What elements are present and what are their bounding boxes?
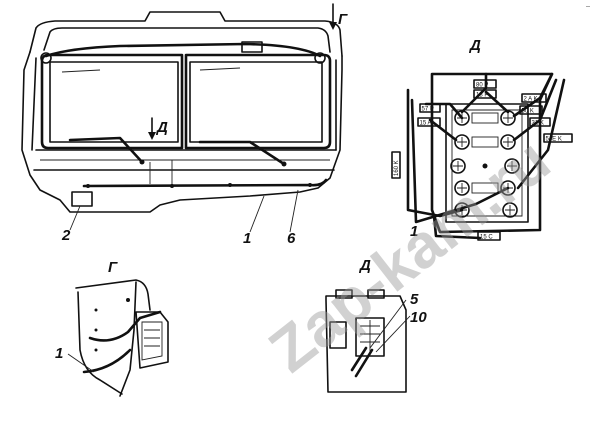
label-10: 10 xyxy=(410,309,427,326)
svg-text:Д: Д xyxy=(155,119,168,136)
view-d-title: Д xyxy=(468,37,481,54)
tag-80p: 80 P xyxy=(476,83,488,89)
svg-text:Г: Г xyxy=(338,11,348,28)
tag-50k: 50 K xyxy=(522,109,534,115)
view-d-label-1: 1 xyxy=(410,223,418,240)
tag-160k: 160 K xyxy=(394,160,400,176)
tag-15a: 15 A xyxy=(420,121,432,127)
cab-front-view xyxy=(21,11,343,233)
view-g-title: Г xyxy=(108,259,118,276)
view-d2-title: Д xyxy=(358,257,371,274)
view-g-label-1: 1 xyxy=(55,345,63,362)
tag-15c: 15 C xyxy=(480,235,493,241)
tag-18p: 18 P xyxy=(476,93,488,99)
tag-54ek: 54E K xyxy=(546,137,562,143)
watermark: Zap-kam.ru xyxy=(257,126,563,386)
view-g-side-detail: Г 1 xyxy=(55,259,169,397)
label-5: 5 xyxy=(410,291,419,308)
view-d-relay-block: Д xyxy=(391,37,573,241)
view-d-panel-detail: Д 5 10 xyxy=(325,257,427,393)
corner-mark: -- xyxy=(586,4,590,10)
view-g-arrow: Г xyxy=(329,3,348,30)
label-2: 2 xyxy=(61,227,71,244)
view-d-arrow: Д xyxy=(148,117,168,140)
tag-31k: 31 K xyxy=(532,121,544,127)
tag-57p: 57 P xyxy=(422,107,434,113)
label-1: 1 xyxy=(243,230,251,247)
label-6: 6 xyxy=(287,230,296,247)
connector-tags: 80 P 18 P 57 P 15 A 2 A K 50 K 31 K 54E … xyxy=(391,79,573,241)
tag-2ak: 2 A K xyxy=(524,97,538,103)
